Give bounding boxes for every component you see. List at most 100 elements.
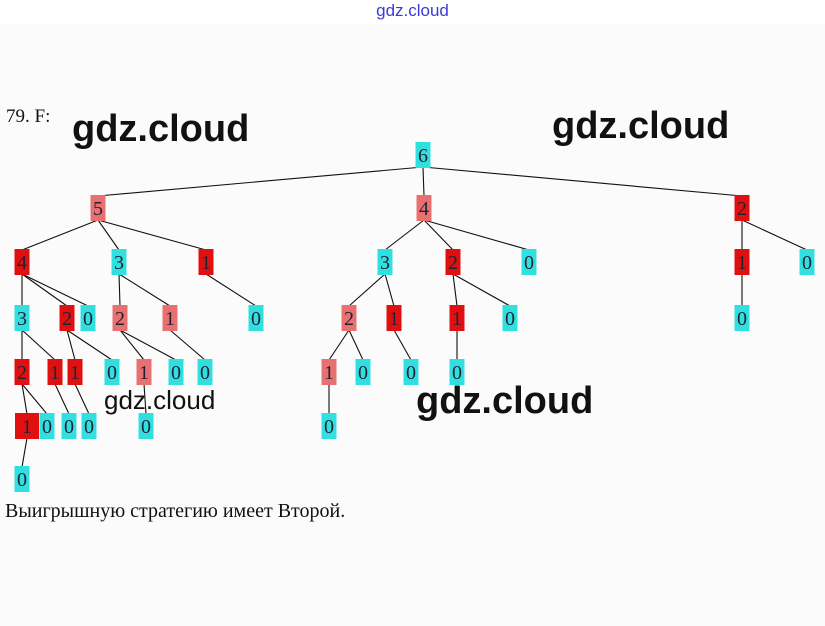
node-label: 3 xyxy=(380,252,390,274)
node-label: 1 xyxy=(50,362,60,384)
node-label: 0 xyxy=(452,362,462,384)
tree-node: 3 xyxy=(14,305,30,331)
tree-node: 0 xyxy=(248,305,264,331)
tree-node: 0 xyxy=(321,413,337,439)
node-label: 0 xyxy=(802,252,812,274)
tree-edge xyxy=(143,383,147,415)
node-label: 0 xyxy=(42,416,52,438)
node-label: 1 xyxy=(737,252,747,274)
node-label: 1 xyxy=(324,362,334,384)
node-box xyxy=(15,413,39,439)
tree-node: 2 xyxy=(341,305,357,331)
watermark: gdz.cloud xyxy=(104,385,216,415)
tree-edge xyxy=(97,219,120,251)
node-box xyxy=(14,249,30,275)
node-label: 0 xyxy=(737,308,747,330)
node-box xyxy=(136,359,152,385)
node-box xyxy=(248,305,264,331)
tree-node: 3 xyxy=(377,249,393,275)
tree-node: 1 xyxy=(734,249,750,275)
node-box xyxy=(80,305,96,331)
tree-node: 1 xyxy=(198,249,214,275)
node-label: 1 xyxy=(139,362,149,384)
tree-node: 0 xyxy=(355,359,371,385)
tree-edge xyxy=(97,166,424,197)
tree-node: 5 xyxy=(90,195,106,221)
tree-node: 0 xyxy=(81,413,97,439)
tree-node: 0 xyxy=(734,305,750,331)
tree-edge xyxy=(452,273,458,307)
tree-edge xyxy=(384,219,425,251)
tree-node: 0 xyxy=(39,413,55,439)
node-box xyxy=(403,359,419,385)
tree-edge xyxy=(452,273,511,307)
node-box xyxy=(416,195,432,221)
node-box xyxy=(112,305,128,331)
node-box xyxy=(81,413,97,439)
node-box xyxy=(321,359,337,385)
tree-edge xyxy=(422,166,425,197)
node-label: 0 xyxy=(64,416,74,438)
node-box xyxy=(502,305,518,331)
tree-node: 0 xyxy=(449,359,465,385)
tree-node: 1 xyxy=(67,359,83,385)
tree-node: 0 xyxy=(197,359,213,385)
tree-edge xyxy=(66,329,76,361)
tree-node: 4 xyxy=(416,195,432,221)
tree-edge xyxy=(328,329,350,361)
tree-node: 1 xyxy=(449,305,465,331)
node-box xyxy=(39,413,55,439)
node-label: 1 xyxy=(389,308,399,330)
tree-node: 1 xyxy=(321,359,337,385)
tree-edge xyxy=(21,383,28,415)
tree-edge xyxy=(21,437,28,468)
tree-node: 1 xyxy=(386,305,402,331)
tree-node: 0 xyxy=(14,466,30,492)
node-label: 0 xyxy=(107,362,117,384)
tree-node: 3 xyxy=(111,249,127,275)
tree-edge xyxy=(66,329,113,361)
node-label: 2 xyxy=(344,308,354,330)
node-label: 0 xyxy=(141,416,151,438)
tree-edge xyxy=(384,273,395,307)
node-label: 1 xyxy=(165,308,175,330)
site-header: gdz.cloud xyxy=(0,0,825,24)
tree-edge xyxy=(74,383,90,415)
node-label: 2 xyxy=(448,252,458,274)
node-box xyxy=(799,249,815,275)
node-label: 2 xyxy=(115,308,125,330)
tree-edge xyxy=(423,219,530,251)
tree-node: 0 xyxy=(168,359,184,385)
tree-node: 1 xyxy=(162,305,178,331)
tree-edge xyxy=(21,383,48,415)
node-label: 0 xyxy=(84,416,94,438)
tree-node: 0 xyxy=(80,305,96,331)
tree-edge xyxy=(118,273,121,307)
node-box xyxy=(59,305,75,331)
node-label: 0 xyxy=(83,308,93,330)
node-label: 0 xyxy=(251,308,261,330)
node-label: 0 xyxy=(505,308,515,330)
node-label: 3 xyxy=(17,308,27,330)
problem-label: 79. F: xyxy=(6,106,51,127)
tree-edge xyxy=(422,166,743,197)
node-label: 3 xyxy=(114,252,124,274)
watermark: gdz.cloud xyxy=(416,380,594,422)
node-label: 0 xyxy=(406,362,416,384)
tree-edge xyxy=(348,273,386,307)
node-box xyxy=(61,413,77,439)
node-box xyxy=(198,249,214,275)
site-link[interactable]: gdz.cloud xyxy=(376,1,449,20)
tree-edge xyxy=(21,273,89,307)
tree-node: 1 xyxy=(47,359,63,385)
tree-edge xyxy=(119,329,145,361)
node-box xyxy=(47,359,63,385)
node-label: 5 xyxy=(93,198,103,220)
watermark: gdz.cloud xyxy=(72,108,250,150)
tree-node: 0 xyxy=(502,305,518,331)
node-box xyxy=(67,359,83,385)
node-label: 4 xyxy=(419,198,429,220)
tree-edge xyxy=(169,329,206,361)
tree-node: 2 xyxy=(734,195,750,221)
